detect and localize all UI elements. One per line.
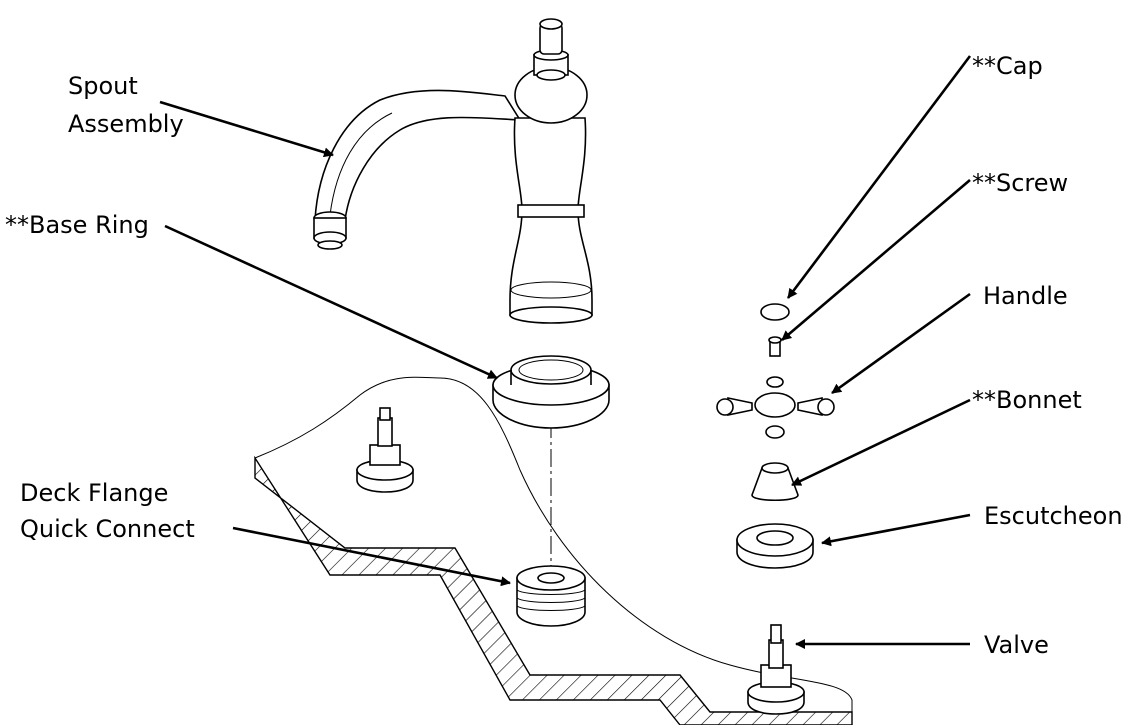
label-cap: **Cap (972, 52, 1043, 80)
escutcheon-leader (821, 513, 971, 547)
cap-leader (786, 55, 972, 299)
left-valve (356, 407, 414, 493)
countertop-deck (254, 376, 853, 725)
handle-leader (831, 292, 971, 395)
labels: Spout Assembly **Base Ring Deck Flange Q… (5, 52, 1123, 659)
screw-leader (781, 179, 971, 341)
handle-stack (716, 303, 835, 569)
leader-lines (159, 55, 972, 649)
hatched-section (254, 455, 853, 725)
label-base-ring: **Base Ring (5, 211, 149, 239)
deck-flange-quick-connect (516, 565, 586, 627)
base-ring-leader (164, 224, 498, 380)
label-escutcheon: Escutcheon (984, 502, 1123, 530)
spout-assembly (313, 18, 593, 324)
deck-flange-leader (232, 526, 511, 587)
label-bonnet: **Bonnet (972, 386, 1082, 414)
bonnet-leader (791, 398, 971, 487)
right-valve (747, 624, 805, 715)
label-deck-line2: Quick Connect (20, 515, 195, 543)
cap-part (760, 303, 790, 321)
label-deck-line1: Deck Flange (20, 479, 168, 507)
label-screw: **Screw (972, 169, 1068, 197)
label-spout-line1: Spout (68, 72, 138, 100)
spout-leader (159, 100, 334, 158)
label-handle: Handle (983, 282, 1068, 310)
label-valve: Valve (984, 631, 1049, 659)
label-spout-line2: Assembly (68, 110, 184, 138)
base-ring (492, 355, 610, 429)
